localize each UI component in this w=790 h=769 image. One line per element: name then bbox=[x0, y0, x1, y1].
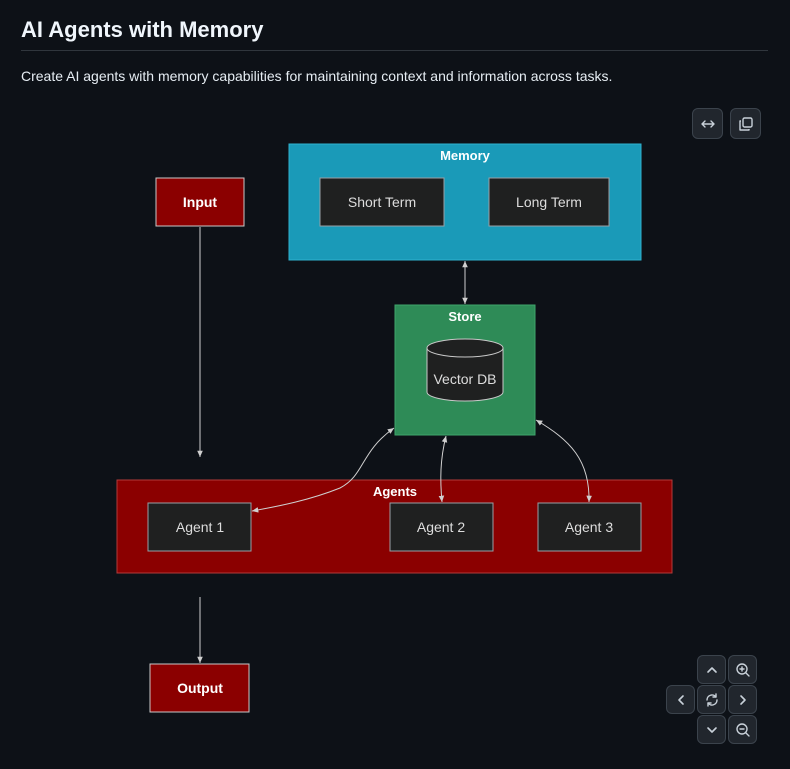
zoom-out-icon bbox=[735, 722, 750, 737]
input-label: Input bbox=[183, 194, 218, 210]
reset-view-button[interactable] bbox=[697, 685, 726, 714]
chevron-up-icon bbox=[706, 666, 717, 673]
title-divider bbox=[21, 50, 768, 51]
pan-left-button[interactable] bbox=[666, 685, 695, 714]
short-term-label: Short Term bbox=[348, 194, 416, 210]
store-group[interactable]: Store Vector DB bbox=[394, 304, 536, 436]
output-node[interactable]: Output bbox=[149, 663, 250, 713]
agent-1-label: Agent 1 bbox=[176, 519, 224, 535]
chevron-left-icon bbox=[677, 694, 684, 705]
zoom-in-icon bbox=[735, 662, 750, 677]
arrows-horizontal-icon bbox=[700, 119, 715, 128]
long-term-node[interactable]: Long Term bbox=[488, 177, 610, 227]
chevron-down-icon bbox=[706, 726, 717, 733]
edge-store-agent-1 bbox=[251, 427, 395, 513]
copy-icon bbox=[738, 116, 753, 131]
reset-icon bbox=[705, 692, 718, 707]
input-node[interactable]: Input bbox=[155, 177, 245, 227]
agent-1-node[interactable]: Agent 1 bbox=[147, 502, 252, 552]
vector-db-node[interactable]: Vector DB bbox=[426, 338, 504, 402]
page-description: Create AI agents with memory capabilitie… bbox=[21, 68, 613, 84]
zoom-out-button[interactable] bbox=[728, 715, 757, 744]
pan-up-button[interactable] bbox=[697, 655, 726, 684]
agent-3-label: Agent 3 bbox=[565, 519, 613, 535]
edge-store-agent-2 bbox=[438, 435, 448, 503]
fit-width-button[interactable] bbox=[692, 108, 723, 139]
edge-store-agent-3 bbox=[535, 419, 592, 503]
zoom-in-button[interactable] bbox=[728, 655, 757, 684]
page-title: AI Agents with Memory bbox=[21, 17, 264, 42]
memory-group-label: Memory bbox=[440, 148, 491, 163]
agent-3-node[interactable]: Agent 3 bbox=[537, 502, 642, 552]
agents-group-label: Agents bbox=[373, 484, 417, 499]
short-term-node[interactable]: Short Term bbox=[319, 177, 445, 227]
memory-group[interactable]: Memory Short Term Long Term bbox=[288, 143, 642, 261]
agent-2-label: Agent 2 bbox=[417, 519, 465, 535]
long-term-label: Long Term bbox=[516, 194, 582, 210]
copy-button[interactable] bbox=[730, 108, 761, 139]
output-label: Output bbox=[177, 680, 223, 696]
store-group-label: Store bbox=[448, 309, 481, 324]
chevron-right-icon bbox=[739, 694, 746, 705]
pan-right-button[interactable] bbox=[728, 685, 757, 714]
pan-down-button[interactable] bbox=[697, 715, 726, 744]
vector-db-label: Vector DB bbox=[433, 371, 496, 387]
agent-2-node[interactable]: Agent 2 bbox=[389, 502, 494, 552]
